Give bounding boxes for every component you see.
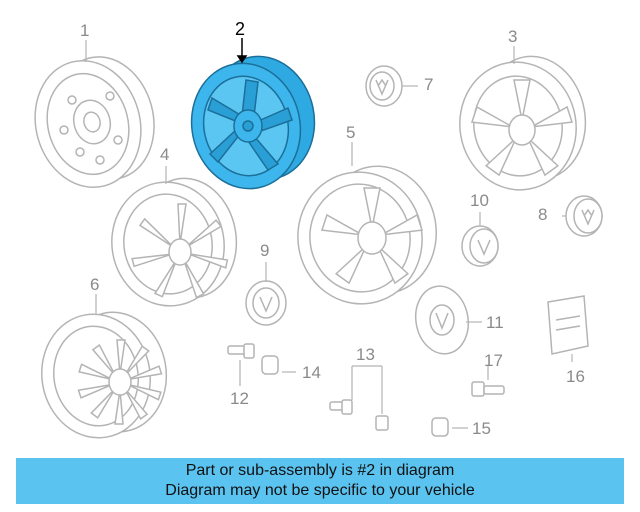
center-cap-part-10[interactable] (461, 225, 499, 267)
wheel-cover-part-11[interactable] (410, 282, 473, 358)
callout-9[interactable]: 9 (260, 241, 270, 260)
wheel-part-6[interactable] (32, 304, 176, 446)
callout-17[interactable]: 17 (484, 351, 503, 370)
hub-cap-part-7[interactable] (365, 65, 403, 107)
arrow-part-2 (236, 38, 248, 64)
callout-12[interactable]: 12 (230, 389, 249, 408)
callout-7[interactable]: 7 (424, 75, 434, 94)
callout-13[interactable]: 13 (356, 345, 375, 364)
label-part-16[interactable] (547, 295, 589, 355)
wheel-part-3[interactable] (450, 48, 595, 199)
callout-2[interactable]: 2 (235, 19, 246, 39)
banner-line-2: Diagram may not be specific to your vehi… (165, 482, 475, 499)
bolt-part-12[interactable] (227, 343, 255, 359)
leader-lines (85, 40, 573, 429)
callout-11[interactable]: 11 (486, 313, 504, 332)
callout-14[interactable]: 14 (302, 363, 321, 382)
wheel-part-5[interactable] (287, 157, 446, 314)
callout-6[interactable]: 6 (90, 275, 100, 294)
center-cap-part-9[interactable] (245, 280, 287, 326)
wheel-part-1[interactable] (21, 46, 167, 200)
nut-part-15[interactable] (431, 417, 449, 437)
callout-1[interactable]: 1 (80, 21, 90, 40)
bolt-set-part-13[interactable] (329, 399, 389, 431)
callout-15[interactable]: 15 (472, 419, 491, 438)
info-banner: Part or sub-assembly is #2 in diagram Di… (16, 458, 624, 504)
nut-part-14[interactable] (261, 355, 279, 375)
callout-5[interactable]: 5 (346, 123, 356, 142)
wheel-part-4[interactable] (102, 171, 246, 315)
callout-4[interactable]: 4 (160, 145, 170, 164)
callout-3[interactable]: 3 (508, 27, 518, 46)
valve-part-17[interactable] (471, 381, 505, 397)
banner-line-1: Part or sub-assembly is #2 in diagram (185, 462, 455, 479)
callout-8[interactable]: 8 (538, 205, 548, 224)
callout-16[interactable]: 16 (566, 367, 585, 386)
wheel-part-2-highlighted[interactable] (180, 47, 326, 199)
hub-cap-part-8[interactable] (565, 195, 603, 237)
callout-10[interactable]: 10 (470, 191, 489, 210)
